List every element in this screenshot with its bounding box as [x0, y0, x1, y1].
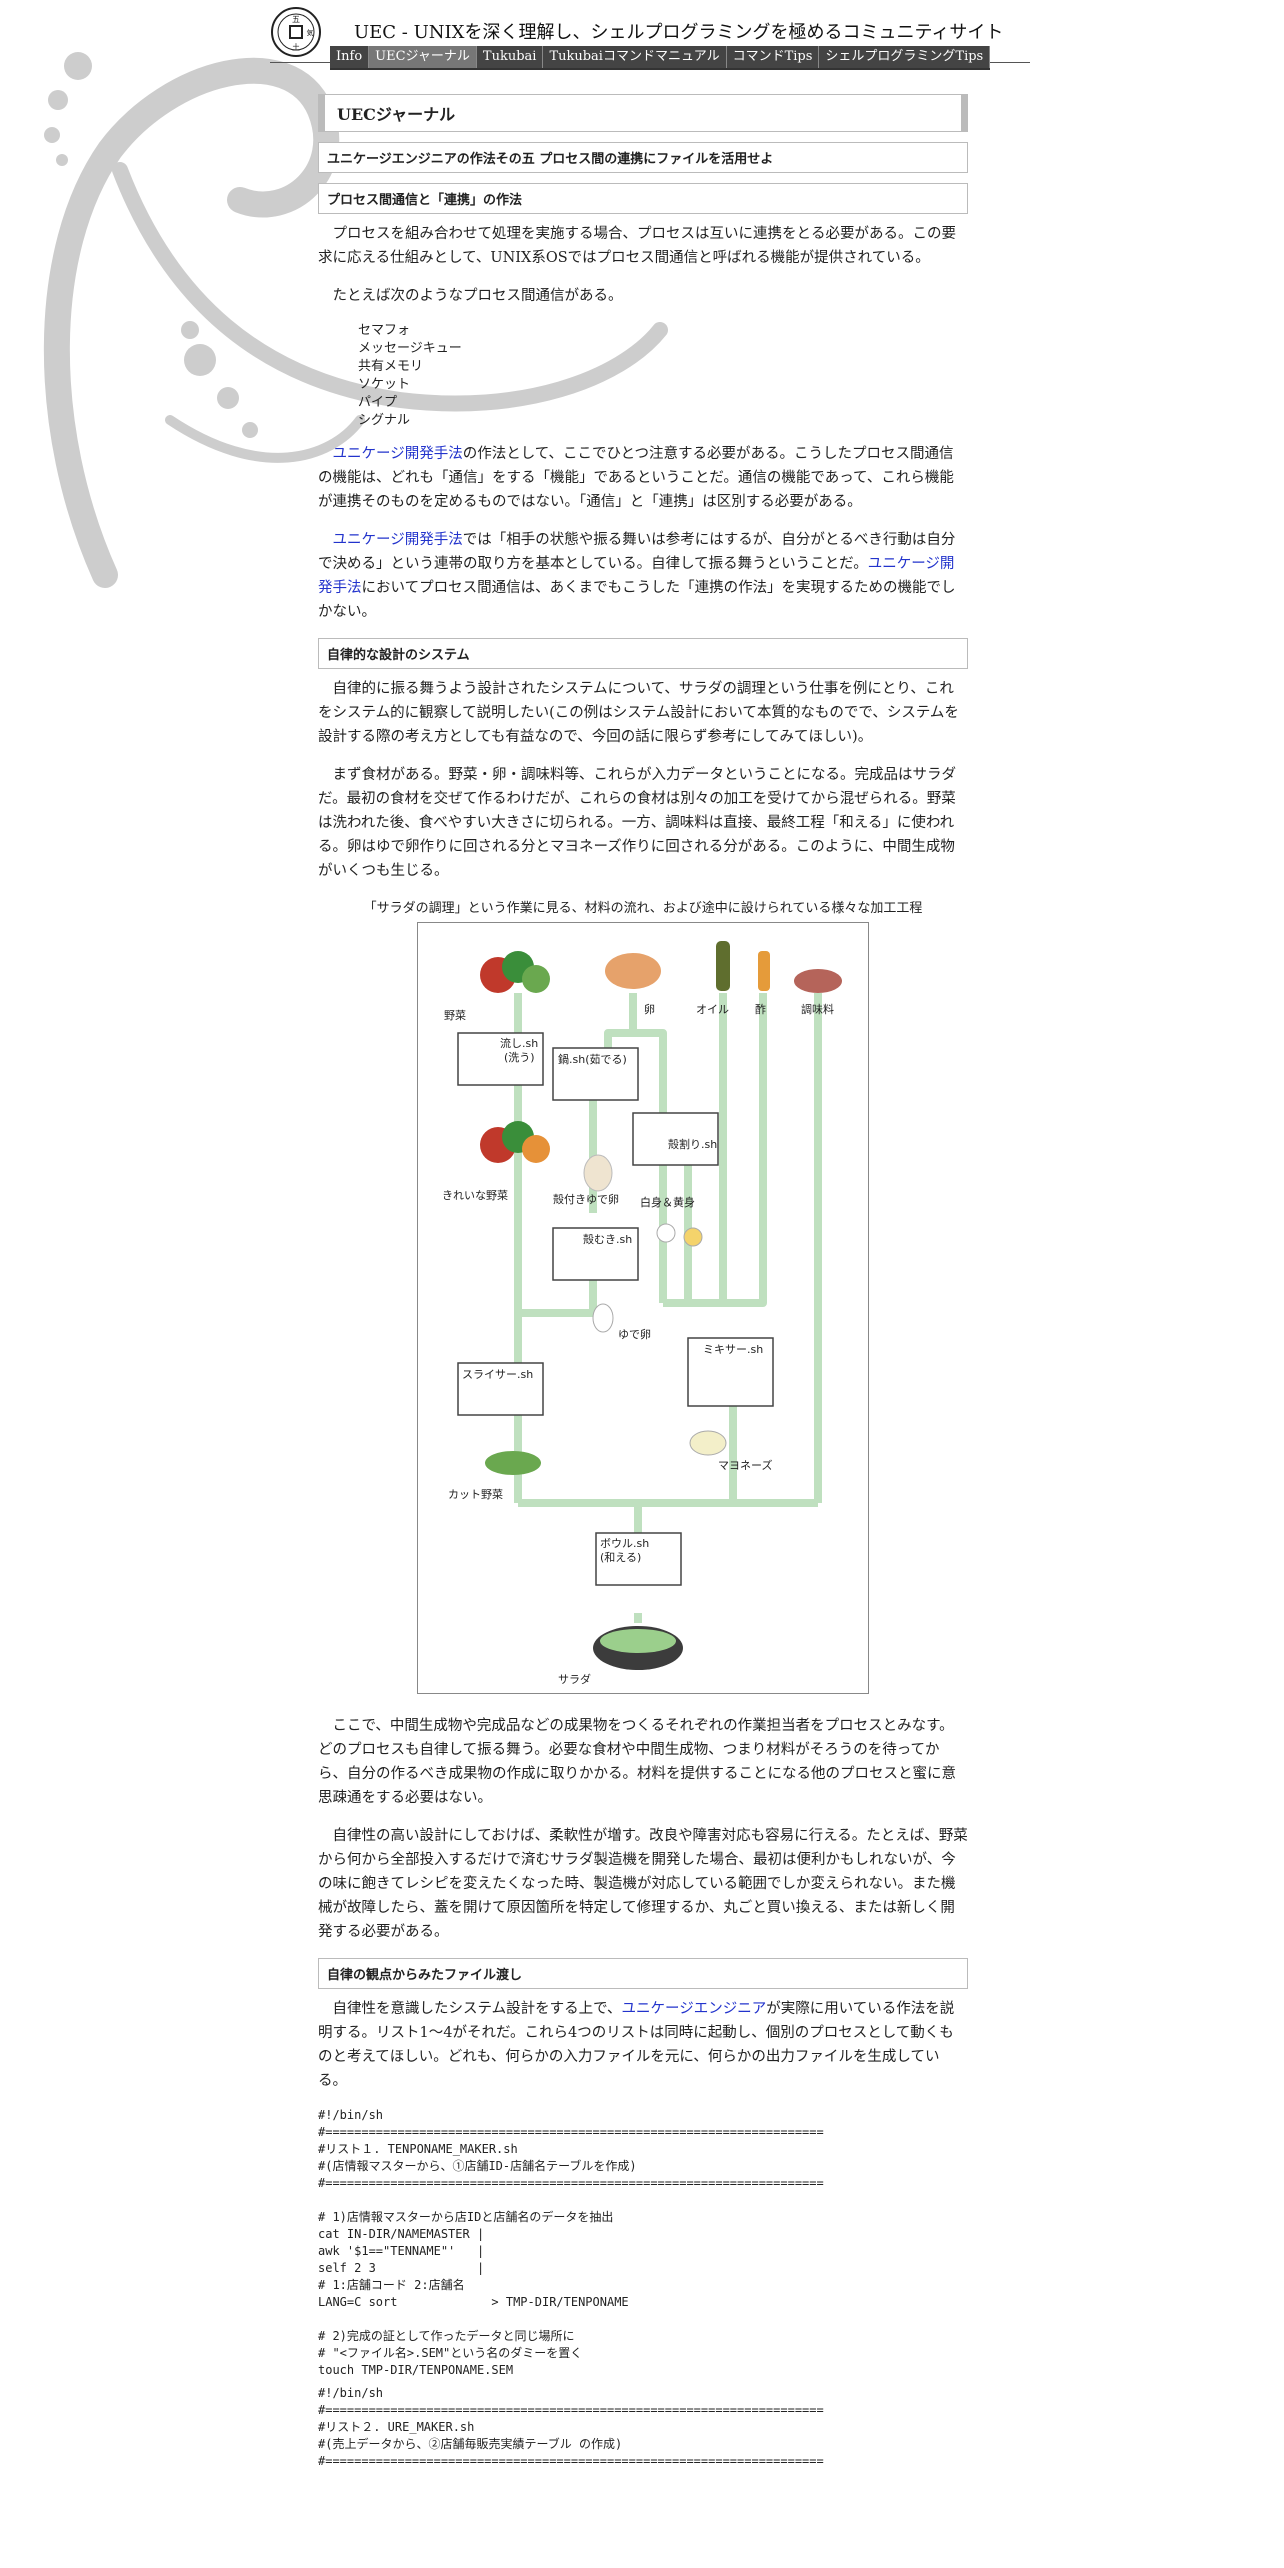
- svg-text:五: 五: [292, 15, 300, 24]
- list-item: セマフォ: [358, 323, 411, 338]
- nav-item-0[interactable]: Info: [330, 46, 370, 68]
- paragraph-2: たとえば次のようなプロセス間通信がある。: [332, 288, 623, 304]
- paragraph-5: 自律的に振る舞うよう設計されたシステムについて、サラダの調理という仕事を例にとり…: [318, 681, 959, 745]
- nav-item-5[interactable]: シェルプログラミングTips: [819, 46, 991, 68]
- paragraph-3: ユニケージ開発手法の作法として、ここでひとつ注意する必要がある。こうしたプロセス…: [318, 446, 954, 510]
- paragraph-8: 自律性の高い設計にしておけば、柔軟性が増す。改良や障害対応も容易に行える。たとえ…: [318, 1828, 968, 1940]
- diagram-label-slicer: スライサー.sh: [462, 1368, 533, 1381]
- diagram-label-arau-1: 流し.sh: [500, 1036, 538, 1050]
- article-title: ユニケージエンジニアの作法その五 プロセス間の連携にファイルを活用せよ: [318, 142, 968, 173]
- diagram-label-bowl-2: (和える): [600, 1551, 641, 1564]
- diagram-label-jimi: 白身＆黄身: [640, 1195, 695, 1209]
- page-title: UECジャーナル: [318, 94, 968, 132]
- paragraph-1: プロセスを組み合わせて処理を実施する場合、プロセスは互いに連携をとる必要がある。…: [318, 226, 956, 266]
- diagram-label-karamuki: 殻むき.sh: [583, 1232, 632, 1246]
- code-listing-2: #!/bin/sh #=============================…: [318, 2386, 824, 2468]
- diagram-label-choumiryou: 調味料: [801, 1002, 834, 1016]
- diagram-label-salad: サラダ: [558, 1672, 591, 1686]
- nav-item-4[interactable]: コマンドTips: [727, 46, 820, 68]
- diagram-label-karatsuki: 殻付きゆで卵: [553, 1192, 619, 1206]
- diagram-label-mayonnaise: マヨネーズ: [718, 1458, 772, 1472]
- paragraph-6: まず食材がある。野菜・卵・調味料等、これらが入力データということになる。完成品は…: [318, 767, 956, 879]
- diagram-label-tamagowari: 殻割り.sh: [668, 1137, 717, 1151]
- list-item: パイプ: [358, 395, 398, 410]
- unicage-engineer-link[interactable]: ユニケージエンジニア: [621, 2001, 767, 2017]
- ipc-list: セマフォメッセージキュー共有メモリソケットパイプシグナル: [358, 322, 968, 430]
- diagram-label-nabe-1: 鍋.sh(茹でる): [558, 1052, 627, 1066]
- paragraph-9: 自律性を意識したシステム設計をする上で、ユニケージエンジニアが実際に用いている作…: [318, 2001, 955, 2089]
- paragraph-4: ユニケージ開発手法では「相手の状態や振る舞いは参考にはするが、自分がとるべき行動…: [318, 532, 956, 620]
- code-listing-1: #!/bin/sh #=============================…: [318, 2108, 824, 2377]
- paragraph-7: ここで、中間生成物や完成品などの成果物をつくるそれぞれの作業担当者をプロセスとみ…: [318, 1718, 956, 1806]
- diagram-label-oil: オイル: [696, 1003, 729, 1016]
- diagram-label-tamago: 卵: [644, 1003, 655, 1016]
- diagram-label-su: 酢: [755, 1002, 766, 1016]
- section-title-ipc: プロセス間通信と「連携」の作法: [318, 183, 968, 214]
- section-title-file-passing: 自律の観点からみたファイル渡し: [318, 1958, 968, 1989]
- nav-item-2[interactable]: Tukubai: [477, 46, 544, 68]
- diagram-label-kireina-yasai: きれいな野菜: [442, 1189, 508, 1202]
- site-title: UEC - UNIXを深く理解し、シェルプログラミングを極めるコミュニティサイト: [354, 22, 1004, 43]
- nav-item-3[interactable]: Tukubaiコマンドマニュアル: [543, 46, 727, 68]
- main-content: UECジャーナル ユニケージエンジニアの作法その五 プロセス間の連携にファイルを…: [318, 88, 968, 2476]
- nav-item-1[interactable]: UECジャーナル: [369, 46, 477, 68]
- section-title-autonomous: 自律的な設計のシステム: [318, 638, 968, 669]
- list-item: シグナル: [358, 413, 411, 428]
- diagram-label-cut-yasai: カット野菜: [448, 1488, 503, 1501]
- diagram-label-mixer: ミキサー.sh: [703, 1343, 763, 1356]
- list-item: メッセージキュー: [358, 341, 462, 356]
- list-item: 共有メモリ: [358, 359, 424, 374]
- site-logo-icon[interactable]: 五 土 気: [270, 6, 322, 58]
- unicage-method-link-2[interactable]: ユニケージ開発手法: [332, 532, 463, 548]
- diagram-label-yasai: 野菜: [444, 1009, 466, 1022]
- diagram-label-bowl-1: ボウル.sh: [600, 1537, 649, 1550]
- salad-process-diagram: 野菜 卵 オイル 酢 調味料 流し.sh (洗う) 鍋.sh(茹でる) 殻割り.…: [417, 922, 869, 1694]
- figure-caption: 「サラダの調理」という作業に見る、材料の流れ、および途中に設けられている様々な加…: [363, 901, 923, 916]
- svg-text:気: 気: [307, 28, 314, 37]
- site-header: 五 土 気 UEC - UNIXを深く理解し、シェルプログラミングを極めるコミュ…: [270, 6, 1030, 70]
- salad-flow-svg: 野菜 卵 オイル 酢 調味料 流し.sh (洗う) 鍋.sh(茹でる) 殻割り.…: [442, 941, 842, 1686]
- list-item: ソケット: [358, 377, 411, 392]
- diagram-label-arau-2: (洗う): [504, 1051, 535, 1064]
- diagram-label-yudetamago: ゆで卵: [618, 1328, 651, 1341]
- unicage-method-link-3[interactable]: ユニケージ開発手法: [318, 556, 955, 596]
- unicage-method-link[interactable]: ユニケージ開発手法: [332, 446, 463, 462]
- svg-text:土: 土: [292, 42, 300, 52]
